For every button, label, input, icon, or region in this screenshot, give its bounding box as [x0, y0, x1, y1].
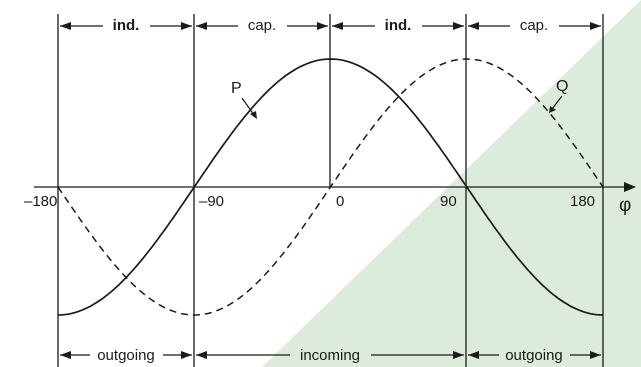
curve-q [57, 58, 604, 316]
q-leader-line [551, 95, 563, 110]
region-arrowheads [60, 22, 601, 359]
curve-p-label: P [231, 80, 242, 97]
top-region-label-2: cap. [248, 17, 276, 34]
bottom-arrow-1-arrowhead-right [181, 351, 192, 359]
tick-label-180: 180 [570, 193, 595, 210]
p-leader-arrowhead [250, 111, 257, 119]
bottom-arrow-3-arrowhead-left [468, 351, 479, 359]
top-arrow-3-arrowhead-left [332, 22, 343, 30]
bottom-region-label-1: outgoing [97, 347, 155, 364]
tick-label-minus180: –180 [24, 193, 57, 210]
curve-q-label: Q [556, 78, 568, 95]
tick-label-90: 90 [440, 193, 457, 210]
top-arrow-2-arrowhead-right [317, 22, 328, 30]
curve-p [57, 58, 604, 316]
p-leader-line [241, 97, 255, 116]
bottom-arrow-2-arrowhead-right [453, 351, 464, 359]
tick-label-zero: 0 [336, 193, 344, 210]
top-region-label-1: ind. [113, 17, 140, 34]
top-arrow-4-arrowhead-right [590, 22, 601, 30]
top-region-label-3: ind. [385, 17, 412, 34]
bottom-arrow-1-arrowhead-left [60, 351, 71, 359]
top-arrow-3-arrowhead-right [453, 22, 464, 30]
top-arrow-2-arrowhead-left [196, 22, 207, 30]
top-arrow-1-arrowhead-right [181, 22, 192, 30]
q-leader-arrowhead [549, 106, 556, 113]
bottom-arrow-3-arrowhead-right [590, 351, 601, 359]
axis-symbol-phi: φ [619, 195, 631, 216]
top-region-label-4: cap. [520, 17, 548, 34]
axis-arrowhead [624, 182, 636, 192]
top-arrow-4-arrowhead-left [468, 22, 479, 30]
top-arrow-1-arrowhead-left [60, 22, 71, 30]
bottom-arrow-2-arrowhead-left [196, 351, 207, 359]
bottom-region-label-3: outgoing [505, 347, 563, 364]
shaded-region [262, 0, 641, 367]
tick-label-minus90: –90 [199, 193, 224, 210]
bottom-region-label-2: incoming [300, 347, 360, 364]
